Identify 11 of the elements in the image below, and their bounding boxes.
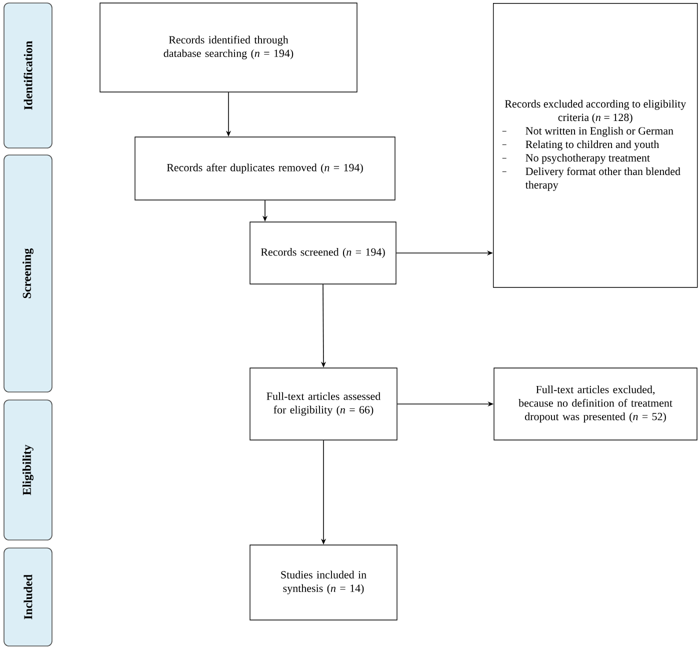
stage-band: Eligibility — [4, 400, 52, 540]
process-box: Records identified through database searching (n = 194) — [100, 2, 358, 92]
stage-band: Identification — [4, 2, 52, 148]
process-box: Records excluded according to eligibility criteria (n = 128) Not written in English or German Relating to children and youth No psychotherapy treatment Delivery format other than blended therapy — [493, 3, 698, 288]
process-box: Records screened (n = 194) — [250, 222, 396, 284]
process-box: Studies included in synthesis (n = 14) — [250, 544, 398, 620]
process-box: Records after duplicates removed (n = 194) — [134, 136, 396, 200]
process-box: Full-text articles assessed for eligibility (n = 66) — [250, 368, 398, 440]
process-box: Full-text articles excluded, because no definition of treatment dropout was presented (n = 52) — [494, 368, 698, 440]
stage-band: Included — [4, 548, 52, 646]
stage-band: Screening — [4, 154, 52, 392]
